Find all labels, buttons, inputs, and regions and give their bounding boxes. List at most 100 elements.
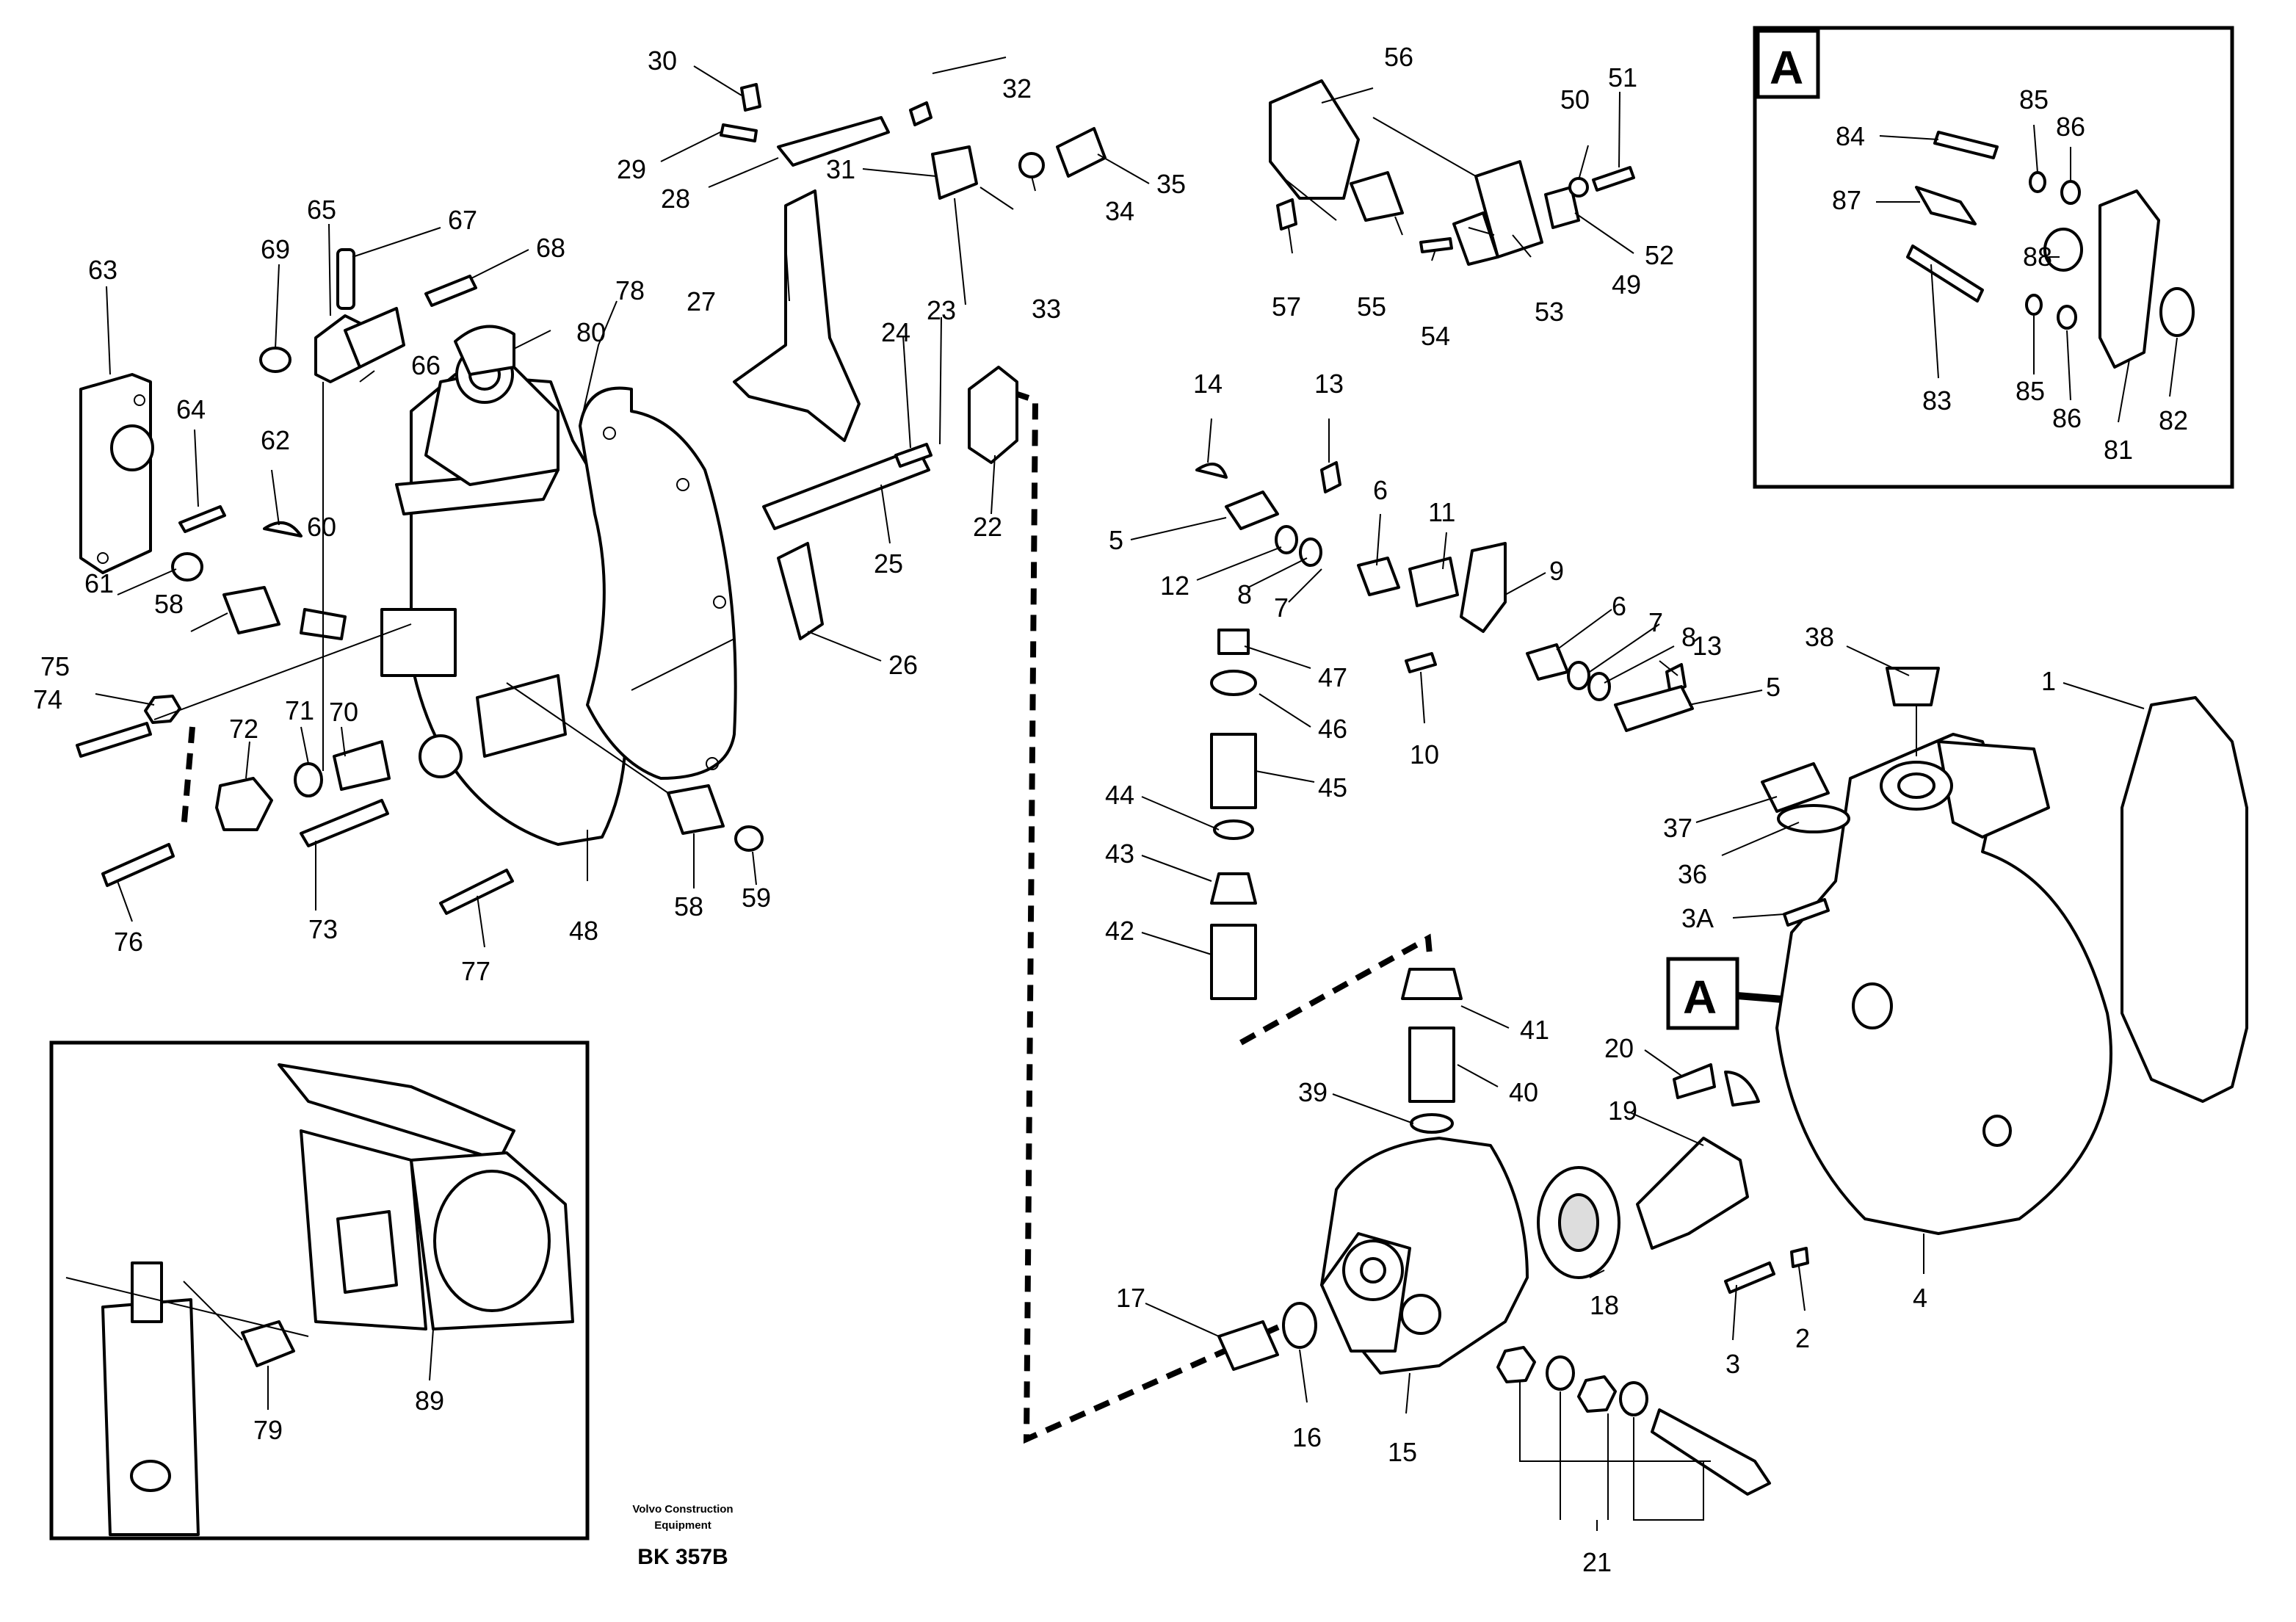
bracket-26 — [777, 542, 824, 640]
detail-a-inset-letter-box — [1756, 29, 1820, 99]
screw-67 — [336, 248, 355, 310]
callout-24: 24 — [881, 317, 910, 347]
callout-75: 75 — [40, 651, 70, 681]
plate-55 — [1350, 171, 1404, 222]
bolt-83 — [1906, 245, 1984, 303]
callout-85a: 85 — [2019, 84, 2049, 115]
bolt-17 — [1217, 1320, 1279, 1371]
callout-35: 35 — [1156, 169, 1186, 199]
bushing-6b — [1526, 643, 1569, 681]
callout-43: 43 — [1105, 839, 1134, 869]
callout-84: 84 — [1836, 121, 1865, 151]
callout-51: 51 — [1608, 62, 1637, 93]
screw-73 — [300, 799, 389, 847]
lower-left-inset-frame — [49, 1040, 590, 1540]
callout-48: 48 — [569, 916, 598, 946]
callout-20: 20 — [1604, 1033, 1634, 1063]
callout-85b: 85 — [2016, 376, 2045, 406]
callout-44: 44 — [1105, 780, 1134, 810]
callout-79: 79 — [253, 1415, 283, 1445]
detail-a-pointer-letter: A — [1683, 971, 1717, 1024]
lever-9 — [1460, 542, 1507, 633]
callout-33: 33 — [1032, 294, 1061, 324]
oring-36 — [1777, 804, 1850, 833]
callout-49: 49 — [1612, 269, 1641, 300]
callout-5b: 5 — [1766, 672, 1781, 702]
callout-41: 41 — [1520, 1015, 1549, 1045]
callout-46: 46 — [1318, 714, 1347, 744]
callout-38: 38 — [1805, 622, 1834, 652]
callout-19: 19 — [1608, 1096, 1637, 1126]
callout-31: 31 — [826, 154, 855, 184]
callout-78: 78 — [615, 275, 645, 305]
pin-24 — [894, 443, 932, 468]
pin-54 — [1419, 237, 1453, 253]
plug-37 — [1761, 762, 1830, 813]
plug-38 — [1886, 667, 1940, 706]
assembly-dash-left — [181, 726, 195, 830]
washer-50 — [1568, 177, 1589, 198]
callout-13a: 13 — [1314, 369, 1344, 399]
callout-67: 67 — [448, 205, 477, 235]
callout-8a: 8 — [1237, 579, 1252, 609]
ring-7b — [1567, 661, 1590, 690]
bolt-3 — [1724, 1261, 1775, 1294]
callout-3A: 3A — [1681, 903, 1714, 933]
inset-pump-section — [101, 1261, 200, 1536]
link-28 — [777, 116, 890, 167]
plug-72 — [215, 777, 273, 831]
screw-64 — [178, 505, 226, 533]
key-20b — [1724, 1071, 1760, 1107]
detail-a-inset-letter: A — [1770, 41, 1803, 94]
callout-63: 63 — [88, 255, 117, 285]
seal-61 — [171, 552, 203, 582]
callout-62: 62 — [261, 425, 290, 455]
cover-81 — [2098, 189, 2160, 369]
callout-86a: 86 — [2056, 112, 2085, 142]
spring-45 — [1210, 733, 1257, 809]
lever-plug-80 — [454, 325, 515, 376]
clip-85a — [2029, 171, 2046, 193]
callout-80: 80 — [576, 317, 606, 347]
title-block-line1: Volvo Construction — [632, 1503, 733, 1516]
lever-56 — [1269, 79, 1360, 200]
callout-42: 42 — [1105, 916, 1134, 946]
callout-3: 3 — [1725, 1349, 1740, 1379]
title-block: Volvo Construction Equipment BK 357B — [632, 1503, 733, 1569]
callout-39: 39 — [1298, 1077, 1328, 1107]
cover-gasket — [579, 386, 737, 780]
washer-8b — [1587, 672, 1611, 701]
callout-10: 10 — [1410, 739, 1439, 770]
callout-1: 1 — [2041, 666, 2056, 696]
washer-39 — [1410, 1113, 1454, 1134]
bracket-part-63 — [79, 373, 154, 574]
valve-43 — [1210, 872, 1257, 905]
callout-5a: 5 — [1109, 525, 1123, 555]
washer-88 — [2043, 228, 2083, 272]
title-block-line2: Equipment — [654, 1519, 711, 1532]
assembly-dash-center — [1012, 390, 1308, 1444]
callout-36: 36 — [1678, 859, 1707, 889]
plug-87 — [1915, 186, 1977, 225]
bushing-6a — [1357, 557, 1400, 596]
clip-32 — [909, 101, 932, 126]
clip-85b — [2025, 294, 2043, 316]
callout-18: 18 — [1590, 1290, 1619, 1320]
plate-49 — [1474, 160, 1543, 258]
inset-housing-89 — [278, 1063, 574, 1330]
callout-2: 2 — [1795, 1323, 1810, 1353]
callout-73: 73 — [308, 914, 338, 944]
callout-70: 70 — [329, 697, 358, 727]
callout-28: 28 — [661, 184, 690, 214]
sleeve-19 — [1636, 1137, 1749, 1250]
bracket-22 — [968, 366, 1018, 464]
lever-27 — [733, 189, 861, 442]
valve-washer-46 — [1210, 670, 1257, 696]
callout-68: 68 — [536, 233, 565, 263]
screw-74 — [76, 722, 152, 758]
callout-34: 34 — [1105, 196, 1134, 226]
callout-66: 66 — [411, 350, 441, 380]
oring-82 — [2159, 287, 2195, 337]
callout-15: 15 — [1388, 1437, 1417, 1467]
washer-59 — [734, 825, 764, 852]
